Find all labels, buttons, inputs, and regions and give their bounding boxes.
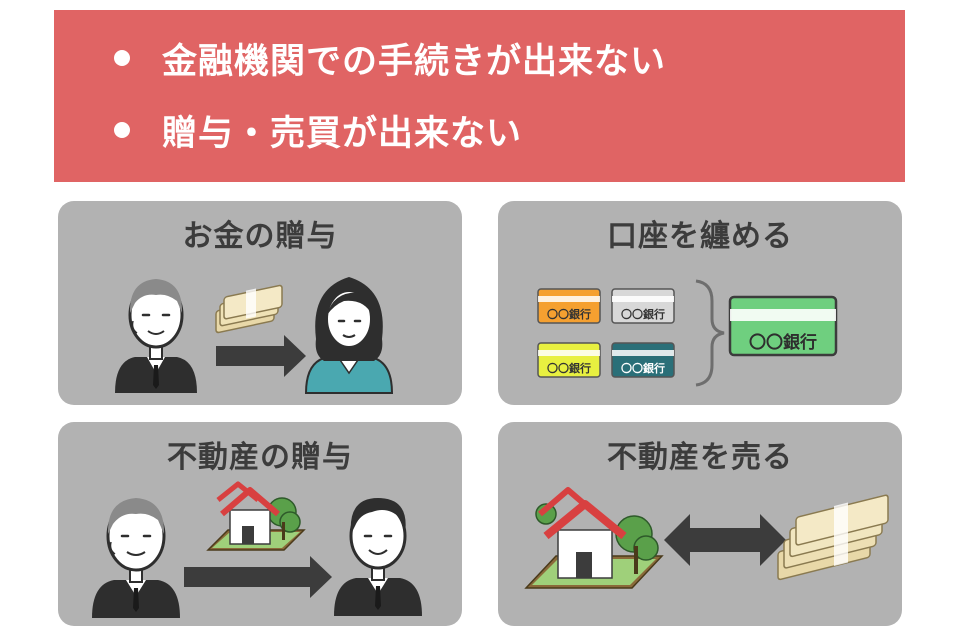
bank-card-icon: 〇〇銀行 xyxy=(611,342,675,378)
double-arrow-icon xyxy=(664,514,786,566)
bank-card-icon: 〇〇銀行 xyxy=(537,342,601,378)
banner-bullet-2: 贈与・売買が出来ない xyxy=(114,102,522,158)
arrow-right-icon xyxy=(216,335,306,377)
elderly-man-icon xyxy=(115,279,197,393)
bullet-dot xyxy=(114,50,130,66)
consolidate-accounts-illustration: 〇〇銀行 〇〇銀行 〇〇銀行 〇〇銀行 〇〇銀行 xyxy=(537,279,838,387)
card-sell-real-estate: 不動産を売る xyxy=(498,422,902,626)
card-title: 不動産の贈与 xyxy=(167,440,353,475)
money-bundle-icon xyxy=(215,284,283,334)
card-title: お金の贈与 xyxy=(182,219,338,254)
banner-bullet-text: 金融機関での手続きが出来ない xyxy=(162,41,667,82)
bank-card-label: 〇〇銀行 xyxy=(547,307,591,321)
young-man-icon xyxy=(334,498,422,616)
money-bundle-icon xyxy=(777,494,889,581)
house-icon xyxy=(524,487,664,589)
elderly-man-icon xyxy=(92,498,180,618)
bank-card-label: 〇〇銀行 xyxy=(749,332,817,353)
bank-card-icon: 〇〇銀行 xyxy=(537,288,601,324)
bullet-dot xyxy=(114,122,130,138)
bank-card-label: 〇〇銀行 xyxy=(547,361,591,375)
bank-card-icon: 〇〇銀行 xyxy=(728,295,838,357)
house-icon xyxy=(206,481,306,551)
card-title: 不動産を売る xyxy=(607,440,793,475)
bank-card-label: 〇〇銀行 xyxy=(621,307,665,321)
bank-card-label: 〇〇銀行 xyxy=(621,361,665,375)
warning-banner: 金融機関での手続きが出来ない 贈与・売買が出来ない xyxy=(54,10,905,182)
card-money-gift: お金の贈与 xyxy=(58,201,462,405)
real-estate-gift-illustration xyxy=(92,481,422,618)
woman-icon xyxy=(304,277,394,394)
sell-real-estate-illustration xyxy=(524,487,889,589)
card-real-estate-gift: 不動産の贈与 xyxy=(58,422,462,626)
banner-bullet-1: 金融機関での手続きが出来ない xyxy=(114,30,666,86)
card-consolidate-accounts: 口座を纏める 〇〇銀行 〇〇銀行 〇〇銀行 〇〇銀行 xyxy=(498,201,902,405)
bank-card-icon: 〇〇銀行 xyxy=(611,288,675,324)
brace-icon xyxy=(695,279,725,387)
arrow-right-icon xyxy=(184,556,332,598)
card-title: 口座を纏める xyxy=(607,219,793,254)
banner-bullet-text: 贈与・売買が出来ない xyxy=(162,113,523,154)
money-gift-illustration xyxy=(115,277,394,394)
